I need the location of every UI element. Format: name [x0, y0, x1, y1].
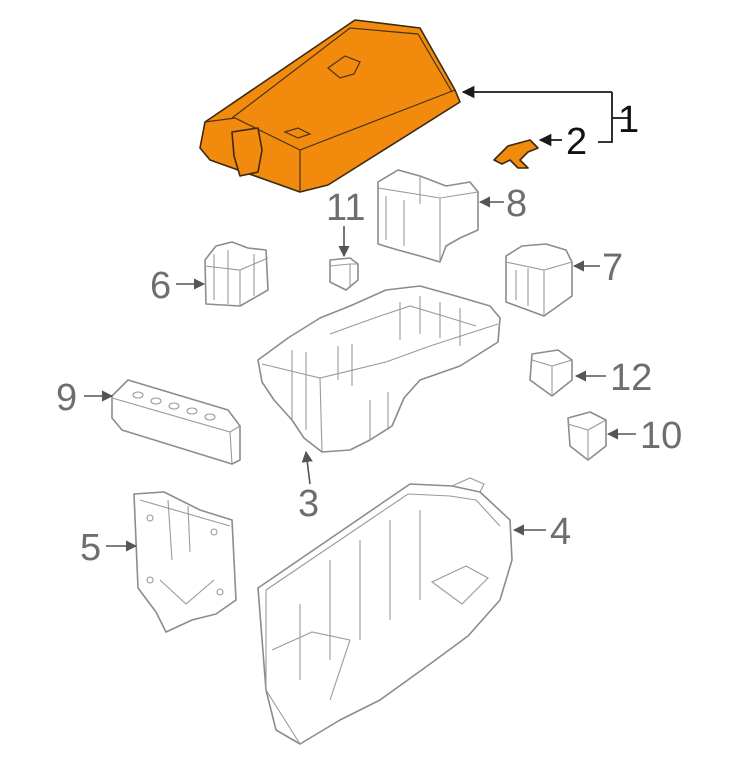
part-10-fuse[interactable] — [567, 411, 607, 461]
callout-5: 5 — [80, 527, 101, 569]
part-2-clip[interactable] — [493, 139, 539, 169]
callout-9: 9 — [56, 377, 77, 419]
leader-3 — [301, 450, 313, 485]
callout-6: 6 — [150, 265, 171, 307]
callout-12: 12 — [610, 357, 652, 399]
callout-10: 10 — [640, 415, 682, 457]
part-7-relay[interactable] — [505, 243, 573, 317]
callout-8: 8 — [506, 183, 527, 225]
callout-labels: 1 2 3 4 5 6 7 8 9 10 11 12 — [56, 99, 682, 569]
callout-1: 1 — [618, 99, 639, 141]
part-6-connector[interactable] — [204, 241, 269, 307]
callout-3: 3 — [298, 483, 319, 525]
part-1-cover[interactable] — [199, 19, 461, 193]
leader-1-bracket — [598, 92, 613, 143]
part-8-relay-block[interactable] — [377, 169, 479, 263]
leader-lines — [84, 85, 636, 552]
part-3-fuse-block[interactable] — [257, 285, 501, 453]
callout-7: 7 — [602, 247, 623, 289]
part-12-fuse[interactable] — [529, 349, 573, 397]
part-9-fuse-strip[interactable] — [111, 379, 241, 465]
part-4-lower-housing[interactable] — [257, 477, 513, 745]
part-5-bracket[interactable] — [133, 491, 237, 633]
callout-11: 11 — [326, 187, 365, 229]
part-11-mini-fuse[interactable] — [329, 257, 359, 291]
callout-4: 4 — [550, 511, 571, 553]
callout-2: 2 — [566, 121, 587, 163]
